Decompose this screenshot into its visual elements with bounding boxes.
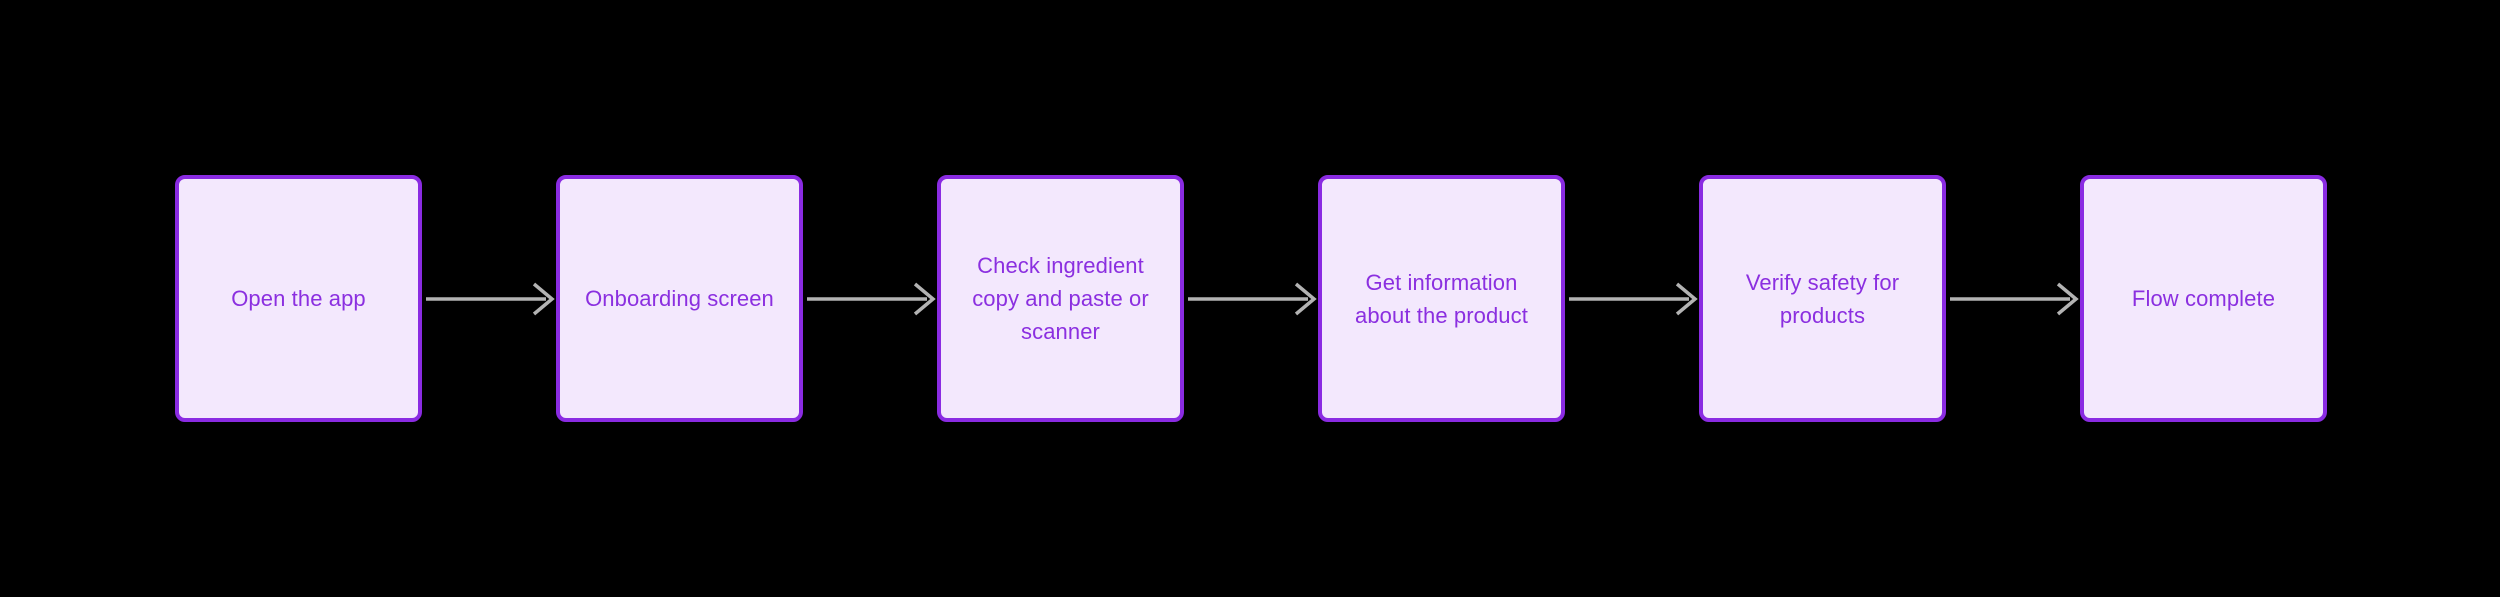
flow-node-label: Check ingredient copy and paste or scann… [972, 253, 1149, 344]
flow-node-label: Onboarding screen [585, 286, 774, 311]
flow-node-open-the-app[interactable]: Open the app [175, 175, 422, 422]
flow-node-flow-complete[interactable]: Flow complete [2080, 175, 2327, 422]
edge-4-connector[interactable] [1569, 282, 1698, 316]
edge-3-connector[interactable] [1188, 282, 1317, 316]
flow-node-onboarding-screen[interactable]: Onboarding screen [556, 175, 803, 422]
edge-2-connector[interactable] [807, 282, 936, 316]
flow-node-label: Open the app [231, 286, 366, 311]
edge-1-connector[interactable] [426, 282, 555, 316]
flow-node-label: Verify safety for products [1745, 269, 1900, 328]
flow-node-verify-safety[interactable]: Verify safety for products [1699, 175, 1946, 422]
flow-node-check-ingredient[interactable]: Check ingredient copy and paste or scann… [937, 175, 1184, 422]
edge-5-connector[interactable] [1950, 282, 2079, 316]
flow-node-get-information[interactable]: Get information about the product [1318, 175, 1565, 422]
flow-node-label: Flow complete [2131, 286, 2276, 311]
flow-node-label: Get information about the product [1355, 269, 1528, 328]
